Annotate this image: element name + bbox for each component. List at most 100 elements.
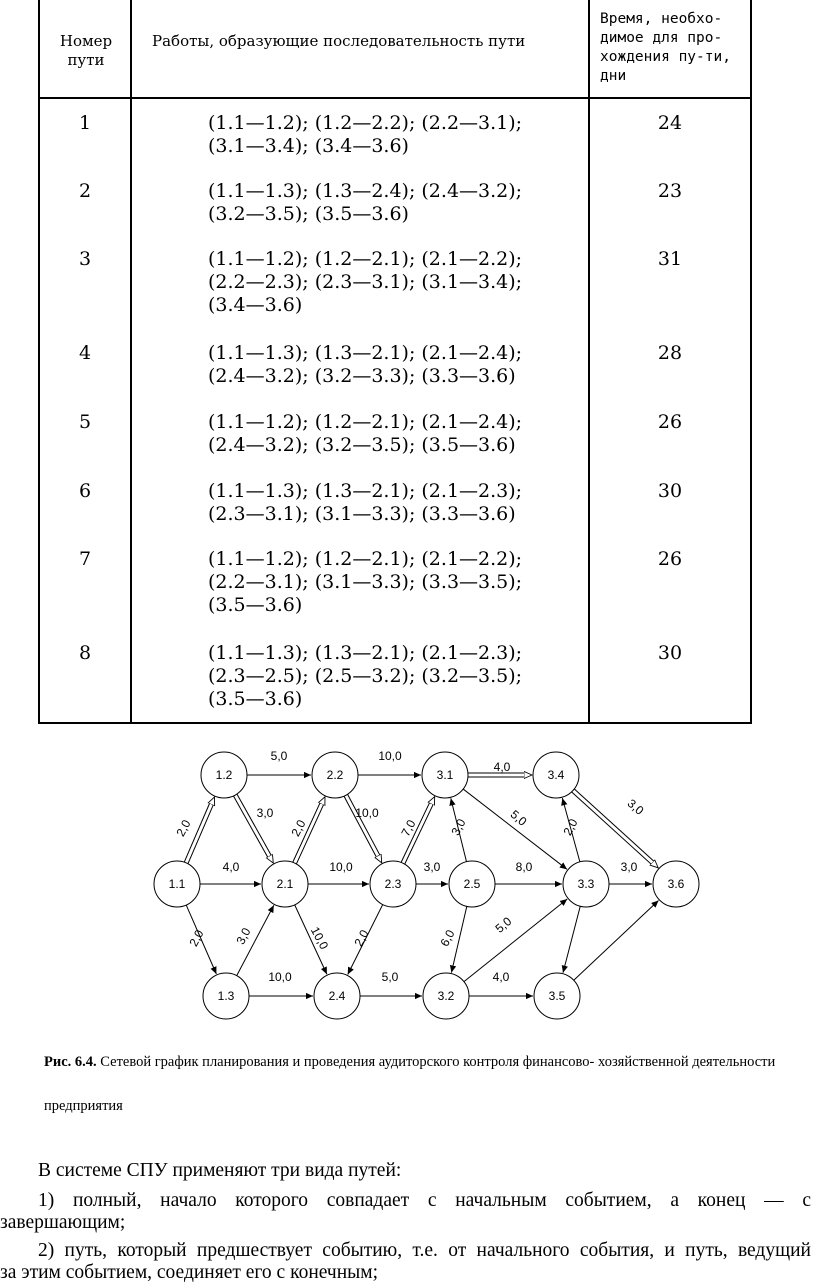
path-time: 24 xyxy=(657,112,683,134)
edge-duration-label: 7,0 xyxy=(398,817,418,839)
path-works: (1.1—1.2); (1.2—2.1); (2.1—2.2); (2.2—3.… xyxy=(208,548,523,616)
path-time: 23 xyxy=(657,180,683,202)
critical-arrowhead xyxy=(378,857,381,863)
edge-duration-label: 3,0 xyxy=(257,806,274,820)
critical-edge-2.3-3.1 xyxy=(400,801,431,863)
critical-edge-2.3-3.1 xyxy=(404,802,435,865)
critical-arrowhead xyxy=(212,797,215,803)
path-number: 3 xyxy=(78,248,92,270)
path-number: 2 xyxy=(78,180,92,202)
critical-edge-2.1-2.2 xyxy=(292,801,322,863)
header-time: Время, необхо-димое для про-хождения пу-… xyxy=(600,11,731,84)
path-time: 30 xyxy=(657,642,683,664)
edge-duration-label: 4,0 xyxy=(493,970,510,984)
event-node-circle xyxy=(200,751,248,799)
path-time: 26 xyxy=(657,548,683,570)
event-node-label: 3.2 xyxy=(438,989,455,1003)
edge-3.2-3.3 xyxy=(463,898,568,983)
edge-duration-label: 3,0 xyxy=(233,925,253,947)
column-divider xyxy=(588,0,590,722)
edge-duration-label: 8,0 xyxy=(516,860,533,874)
event-node-circle xyxy=(311,751,359,799)
item2-line2: за этим событием, соединяет его с конечн… xyxy=(0,1262,379,1283)
critical-edge-1.2-2.1 xyxy=(233,795,270,860)
critical-arrowhead xyxy=(322,797,325,803)
column-divider xyxy=(130,0,132,722)
edge-duration-label: 10,0 xyxy=(308,925,331,952)
path-works: (1.1—1.2); (1.2—2.1); (2.1—2.2); (2.2—2.… xyxy=(208,248,523,316)
item1-line2: завершающим; xyxy=(0,1212,126,1233)
edge-2.1-2.4 xyxy=(294,904,328,975)
header-divider xyxy=(40,97,750,99)
event-node-circle xyxy=(532,751,580,799)
path-works: (1.1—1.2); (1.2—2.2); (2.2—3.1); (3.1—3.… xyxy=(208,112,523,157)
event-node-label: 2.4 xyxy=(329,989,346,1003)
event-node-label: 1.3 xyxy=(218,989,235,1003)
edge-1.1-1.3 xyxy=(185,904,217,975)
path-number: 8 xyxy=(78,642,92,664)
path-works: (1.1—1.3); (1.3—2.4); (2.4—3.2); (3.2—3.… xyxy=(208,180,523,225)
edge-duration-label: 5,0 xyxy=(493,914,515,936)
event-node-circle xyxy=(313,972,361,1020)
critical-edge-2.2-2.3 xyxy=(347,794,382,857)
edge-duration-label: 10,0 xyxy=(355,806,379,820)
critical-arrowhead xyxy=(432,797,435,803)
event-node-circle xyxy=(448,860,496,908)
edge-3.1-3.3 xyxy=(462,788,568,870)
critical-edge-1.1-1.2 xyxy=(183,801,211,863)
event-node-label: 3.4 xyxy=(548,768,565,782)
edge-duration-label: 5,0 xyxy=(382,970,399,984)
event-node-circle xyxy=(202,972,250,1020)
edge-duration-label: 5,0 xyxy=(271,749,288,763)
event-node-circle xyxy=(153,860,201,908)
path-number: 4 xyxy=(78,342,92,364)
item1-line1: 1) полный, начало которого совпадает с н… xyxy=(38,1190,811,1211)
edge-3.3-3.4 xyxy=(561,798,581,862)
path-number: 5 xyxy=(78,411,92,433)
edge-duration-label: 2,0 xyxy=(351,927,371,949)
event-node-circle xyxy=(369,860,417,908)
event-node-circle xyxy=(562,860,610,908)
path-works: (1.1—1.3); (1.3—2.1); (2.1—2.3); (2.3—3.… xyxy=(208,480,523,525)
event-node-label: 3.1 xyxy=(437,768,454,782)
edge-duration-label: 2,0 xyxy=(173,817,193,839)
edge-3.3-3.5 xyxy=(561,906,581,973)
critical-edge-3.4-3.6 xyxy=(571,791,653,866)
critical-edge-2.2-2.3 xyxy=(343,796,378,859)
network-graph: 2,04,02,05,03,03,010,02,010,010,010,010,… xyxy=(153,749,700,1020)
figure-caption: Рис. 6.4. Сетевой график планирования и … xyxy=(44,1040,814,1128)
edge-2.5-3.1 xyxy=(449,798,467,862)
edge-duration-label: 3,0 xyxy=(625,796,647,818)
critical-edge-3.4-3.6 xyxy=(574,788,656,863)
header-path-number: Номер пути xyxy=(59,32,113,69)
item2-line1: 2) путь, который предшествует событию, т… xyxy=(38,1240,811,1261)
edge-duration-label: 10,0 xyxy=(329,860,353,874)
edge-duration-label: 3,0 xyxy=(621,860,638,874)
event-node-label: 1.2 xyxy=(216,768,233,782)
edge-duration-label: 3,0 xyxy=(424,860,441,874)
path-time: 31 xyxy=(657,248,683,270)
event-node-label: 3.6 xyxy=(668,877,685,891)
event-node-label: 3.5 xyxy=(549,989,566,1003)
header-works: Работы, образующие последовательность пу… xyxy=(152,32,526,50)
event-node-circle xyxy=(422,972,470,1020)
event-node-circle xyxy=(652,860,700,908)
edge-duration-label: 10,0 xyxy=(378,749,402,763)
edge-2.5-3.2 xyxy=(449,906,468,973)
path-number: 1 xyxy=(78,112,92,134)
event-node-circle xyxy=(261,860,309,908)
path-number: 7 xyxy=(78,548,92,570)
edge-duration-label: 4,0 xyxy=(494,760,511,774)
event-node-label: 2.1 xyxy=(277,877,294,891)
path-time: 30 xyxy=(657,480,683,502)
event-node-circle xyxy=(533,972,581,1020)
path-time: 28 xyxy=(657,342,683,364)
paths-table: Номер пути Работы, образующие последоват… xyxy=(38,0,752,724)
intro-paragraph: В системе СПУ применяют три вида путей: xyxy=(38,1160,402,1181)
edge-duration-label: 2,0 xyxy=(288,817,308,839)
event-node-label: 1.1 xyxy=(169,877,186,891)
edge-duration-label: 3,0 xyxy=(448,816,468,838)
event-node-circle xyxy=(421,751,469,799)
critical-arrowhead xyxy=(653,863,658,868)
critical-edge-1.1-1.2 xyxy=(187,803,215,864)
